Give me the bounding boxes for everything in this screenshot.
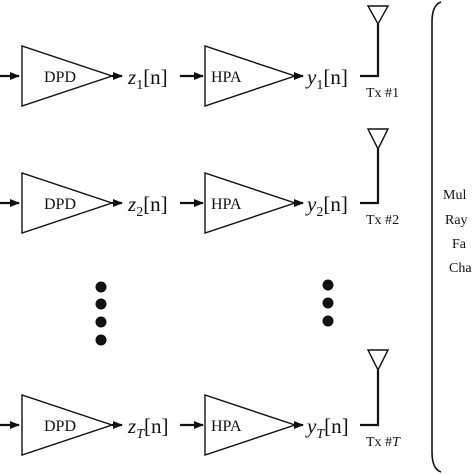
tx-chain-t: DPD zT[n] HPA yT[n] Tx #T: [0, 349, 401, 456]
antenna-element: [366, 349, 390, 372]
tx-label: Tx #T: [366, 435, 401, 450]
tx-chain-2: DPD z2[n] HPA y2[n] Tx #2: [0, 128, 399, 234]
ellipsis-dot: [95, 281, 107, 293]
dpd-label: DPD: [44, 196, 76, 213]
channel-brace: [431, 1, 442, 473]
y-signal-base: y: [305, 65, 317, 89]
antenna-element: [366, 5, 390, 26]
y-signal-sub: 1: [316, 78, 323, 93]
channel-label-line-1: Mul: [443, 188, 466, 203]
y-signal-base: y: [305, 414, 317, 438]
dpd-triangle: [21, 394, 115, 456]
antenna: [360, 128, 390, 205]
hpa-label: HPA: [211, 69, 242, 86]
y-signal-arg: [n]: [323, 192, 348, 216]
y-signal-label: y1[n]: [305, 65, 348, 93]
channel-label: Mul Ray Fa Cha: [443, 188, 472, 276]
z-signal-sub: 1: [136, 78, 143, 93]
z-signal-base: z: [127, 192, 136, 216]
ellipsis-dot: [95, 334, 107, 346]
dpd-label: DPD: [44, 418, 76, 435]
dpd-triangle: [21, 45, 115, 107]
tx-label: Tx #2: [366, 213, 399, 228]
y-signal-sub: T: [316, 427, 325, 442]
tx-label-index: 2: [392, 213, 399, 228]
ellipsis-dot: [322, 279, 334, 291]
z-signal-base: z: [127, 65, 136, 89]
z-signal-arg: [n]: [143, 65, 168, 89]
dpd-triangle: [21, 172, 115, 234]
z-signal-base: z: [127, 414, 136, 438]
z-signal-arg: [n]: [144, 414, 169, 438]
tx-label-text: Tx #: [366, 213, 392, 228]
z-signal-sub: 2: [136, 205, 143, 220]
antenna-feed: [360, 149, 380, 205]
y-signal-label: yT[n]: [305, 414, 349, 442]
hpa-triangle: [204, 45, 298, 107]
dpd-block: DPD: [21, 45, 115, 107]
z-signal-label: zT[n]: [127, 414, 168, 442]
y-signal-arg: [n]: [323, 65, 348, 89]
hpa-block: HPA: [204, 172, 298, 234]
ellipsis-dot: [95, 298, 107, 310]
tx-label-text: Tx #: [366, 86, 392, 101]
z-signal-arg: [n]: [143, 192, 168, 216]
y-signal-sub: 2: [316, 205, 323, 220]
hpa-block: HPA: [204, 394, 298, 456]
hpa-triangle: [204, 394, 298, 456]
channel-label-line-3: Fa: [452, 237, 467, 252]
z-signal-label: z1[n]: [127, 65, 168, 93]
y-signal-arg: [n]: [324, 414, 349, 438]
ellipsis-dot: [322, 297, 334, 309]
ellipsis-dot: [95, 316, 107, 328]
dpd-block: DPD: [21, 172, 115, 234]
antenna-feed: [360, 24, 380, 78]
channel-label-line-4: Cha: [449, 261, 472, 276]
vertical-ellipsis-left: [95, 281, 107, 346]
hpa-label: HPA: [211, 196, 242, 213]
antenna-feed: [360, 370, 380, 427]
tx-label-index: 1: [392, 86, 399, 101]
y-signal-base: y: [305, 192, 317, 216]
hpa-triangle: [204, 172, 298, 234]
tx-chain-1: DPD z1[n] HPA y1[n] Tx #1: [0, 5, 399, 107]
z-signal-sub: T: [136, 427, 145, 442]
tx-label-text: Tx #: [366, 435, 392, 450]
channel-label-line-2: Ray: [445, 213, 468, 228]
antenna: [360, 5, 390, 78]
tx-label-index: T: [392, 435, 401, 450]
y-signal-label: y2[n]: [305, 192, 348, 220]
hpa-label: HPA: [211, 418, 242, 435]
tx-label: Tx #1: [366, 86, 399, 101]
vertical-ellipsis-right: [322, 279, 334, 327]
hpa-block: HPA: [204, 45, 298, 107]
antenna-element: [366, 128, 390, 151]
z-signal-label: z2[n]: [127, 192, 168, 220]
dpd-block: DPD: [21, 394, 115, 456]
antenna: [360, 349, 390, 427]
ellipsis-dot: [322, 315, 334, 327]
dpd-label: DPD: [44, 69, 76, 86]
channel-block: Mul Ray Fa Cha: [431, 1, 472, 473]
